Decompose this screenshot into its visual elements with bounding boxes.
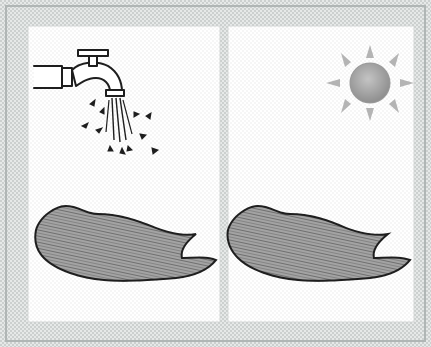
panel-right (227, 26, 414, 322)
panel-left (28, 26, 220, 322)
